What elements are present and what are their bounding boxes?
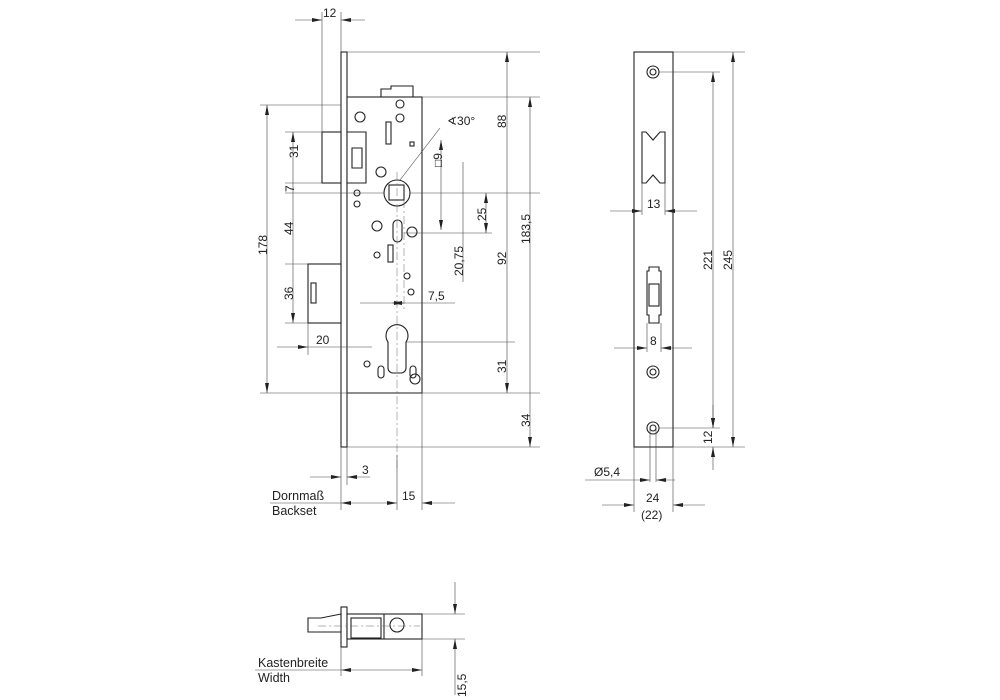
case-top-tab bbox=[380, 85, 414, 97]
lock-case bbox=[346, 96, 423, 394]
latch-bolt bbox=[321, 131, 342, 184]
cylinder-screw-slot bbox=[377, 365, 385, 379]
dim-latch-projection: 12 bbox=[323, 6, 337, 20]
dim-hole-spacing: 221 bbox=[701, 250, 715, 270]
dim-bolt-opening: 8 bbox=[650, 334, 657, 348]
dim-latch-height: 31 bbox=[287, 144, 301, 158]
dead-bolt bbox=[307, 263, 342, 324]
bolt-opening bbox=[646, 266, 662, 324]
side-latch bbox=[307, 613, 342, 633]
dim-hole-diameter: Ø5,4 bbox=[594, 465, 620, 479]
bolt-opening-inner bbox=[648, 283, 660, 307]
dim-top-to-spindle: 88 bbox=[495, 114, 509, 128]
lever-part bbox=[385, 121, 392, 145]
dim-spindle-to-bolt: 44 bbox=[282, 221, 296, 235]
dim-latch-opening: 13 bbox=[647, 197, 661, 211]
dim-side-height: 15,5 bbox=[455, 673, 469, 697]
dim-faceplate-thickness: 3 bbox=[362, 463, 369, 477]
lock-side-view: 15,5 Kastenbreite Width bbox=[255, 582, 469, 697]
strike-plate bbox=[633, 51, 674, 448]
pin bbox=[409, 141, 415, 147]
dim-total-case: 178 bbox=[256, 235, 270, 255]
dim-spindle-angle: ∢30° bbox=[447, 114, 475, 128]
dim-bolt-height: 36 bbox=[282, 286, 296, 300]
dim-faceplate-overhang: 34 bbox=[519, 413, 533, 427]
dim-total-length: 245 bbox=[721, 250, 735, 270]
follower-slot bbox=[392, 219, 403, 243]
cylinder-screw-slot bbox=[409, 365, 417, 379]
dim-width-alt: (22) bbox=[641, 508, 662, 522]
faceplate bbox=[340, 51, 348, 448]
dim-cylinder-to-bottom: 31 bbox=[495, 359, 509, 373]
dim-latch-to-spindle: 7 bbox=[283, 185, 297, 192]
latch-mechanism bbox=[347, 131, 367, 184]
dim-backset-edge: 15 bbox=[402, 489, 416, 503]
backset-label-en: Backset bbox=[272, 504, 317, 518]
dim-spindle-offset-25: 25 bbox=[475, 207, 489, 221]
dim-hole-to-end: 12 bbox=[701, 430, 715, 444]
dim-spindle-square: □9 bbox=[431, 153, 445, 167]
lock-front-view: 12 31 7 44 36 20 178 88 92 31 183,5 34 □… bbox=[256, 6, 540, 518]
dim-spindle-offset-20-75: 20,75 bbox=[452, 246, 466, 276]
strike-plate-view: 13 8 221 245 12 Ø5,4 24 (22) bbox=[585, 51, 745, 522]
lever-part bbox=[387, 244, 394, 263]
dim-offset-7-5: 7,5 bbox=[428, 289, 445, 303]
backset-label: Dornmaß bbox=[272, 489, 324, 503]
width-label: Kastenbreite bbox=[258, 656, 328, 670]
dim-spindle-to-cylinder: 92 bbox=[495, 251, 509, 265]
dim-width: 24 bbox=[646, 491, 660, 505]
dim-faceplate-case: 183,5 bbox=[519, 214, 533, 244]
dim-bolt-throw: 20 bbox=[316, 333, 330, 347]
dead-bolt-slot bbox=[310, 282, 317, 304]
width-label-en: Width bbox=[258, 671, 290, 685]
side-hub bbox=[389, 617, 405, 633]
screw-icons bbox=[353, 99, 421, 385]
side-case-inner bbox=[350, 617, 382, 639]
side-faceplate bbox=[340, 606, 348, 648]
cylinder-cutout bbox=[385, 324, 409, 374]
